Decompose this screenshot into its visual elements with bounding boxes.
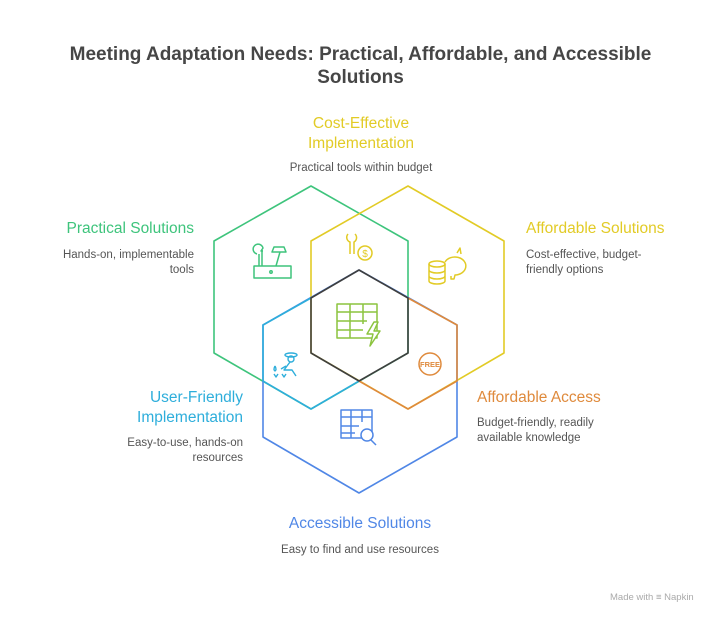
user-friendly-title-line-1: User-Friendly	[149, 389, 243, 406]
affordable-desc-line-1: Cost-effective, budget-	[526, 249, 642, 261]
practical-desc-line-1: Hands-on, implementable	[62, 249, 194, 261]
user-friendly-desc-line-1: Easy-to-use, hands-on	[127, 437, 243, 449]
accessible-title: Accessible Solutions	[288, 515, 432, 532]
user-friendly-desc: Easy-to-use, hands-on resources	[0, 436, 243, 466]
napkin-logo-icon: ≡	[655, 592, 662, 603]
cost-effective-title: Cost-Effective Implementation	[261, 114, 461, 154]
table-search-icon	[340, 409, 377, 446]
svg-text:$: $	[362, 249, 368, 260]
title-line-1: Meeting Adaptation Needs: Practical, Aff…	[69, 44, 652, 65]
affordable-desc: Cost-effective, budget- friendly options	[526, 248, 642, 278]
affordable-access-desc-line-1: Budget-friendly, readily	[477, 417, 594, 429]
practical-desc: Hands-on, implementable tools	[0, 248, 194, 278]
affordable-access-desc: Budget-friendly, readily available knowl…	[477, 416, 594, 446]
made-with-napkin: Made with ≡ Napkin	[610, 592, 694, 603]
user-friendly-title-line-2: Implementation	[137, 409, 243, 426]
wrench-coin-icon: $	[346, 233, 373, 261]
cost-effective-desc: Practical tools within budget	[289, 162, 433, 174]
overlap-user-friendly	[262, 297, 360, 410]
free-badge-icon: FREE	[418, 352, 442, 376]
title-line-2: Solutions	[317, 67, 404, 88]
gardener-icon	[273, 352, 298, 378]
affordable-access-desc-line-2: available knowledge	[477, 432, 581, 444]
affordable-desc-line-2: friendly options	[526, 264, 604, 276]
toolbox-icon	[252, 243, 292, 279]
svg-text:FREE: FREE	[420, 360, 440, 369]
overlap-affordable-access	[358, 297, 458, 410]
napkin-brand: Napkin	[664, 592, 694, 603]
hexagon-center	[310, 269, 409, 382]
practical-desc-line-2: tools	[169, 264, 194, 276]
user-friendly-desc-line-2: resources	[192, 452, 244, 464]
page-title: Meeting Adaptation Needs: Practical, Aff…	[0, 43, 721, 89]
affordable-title: Affordable Solutions	[526, 220, 665, 237]
affordable-access-title: Affordable Access	[477, 389, 601, 406]
accessible-desc: Easy to find and use resources	[281, 544, 439, 556]
user-friendly-title: User-Friendly Implementation	[0, 388, 243, 428]
practical-title: Practical Solutions	[66, 220, 194, 237]
table-lightning-icon	[336, 303, 381, 347]
made-with-label: Made with	[610, 592, 654, 603]
cost-effective-title-line-2: Implementation	[308, 135, 414, 152]
piggy-bank-icon	[428, 247, 467, 285]
cost-effective-title-line-1: Cost-Effective	[312, 115, 410, 132]
